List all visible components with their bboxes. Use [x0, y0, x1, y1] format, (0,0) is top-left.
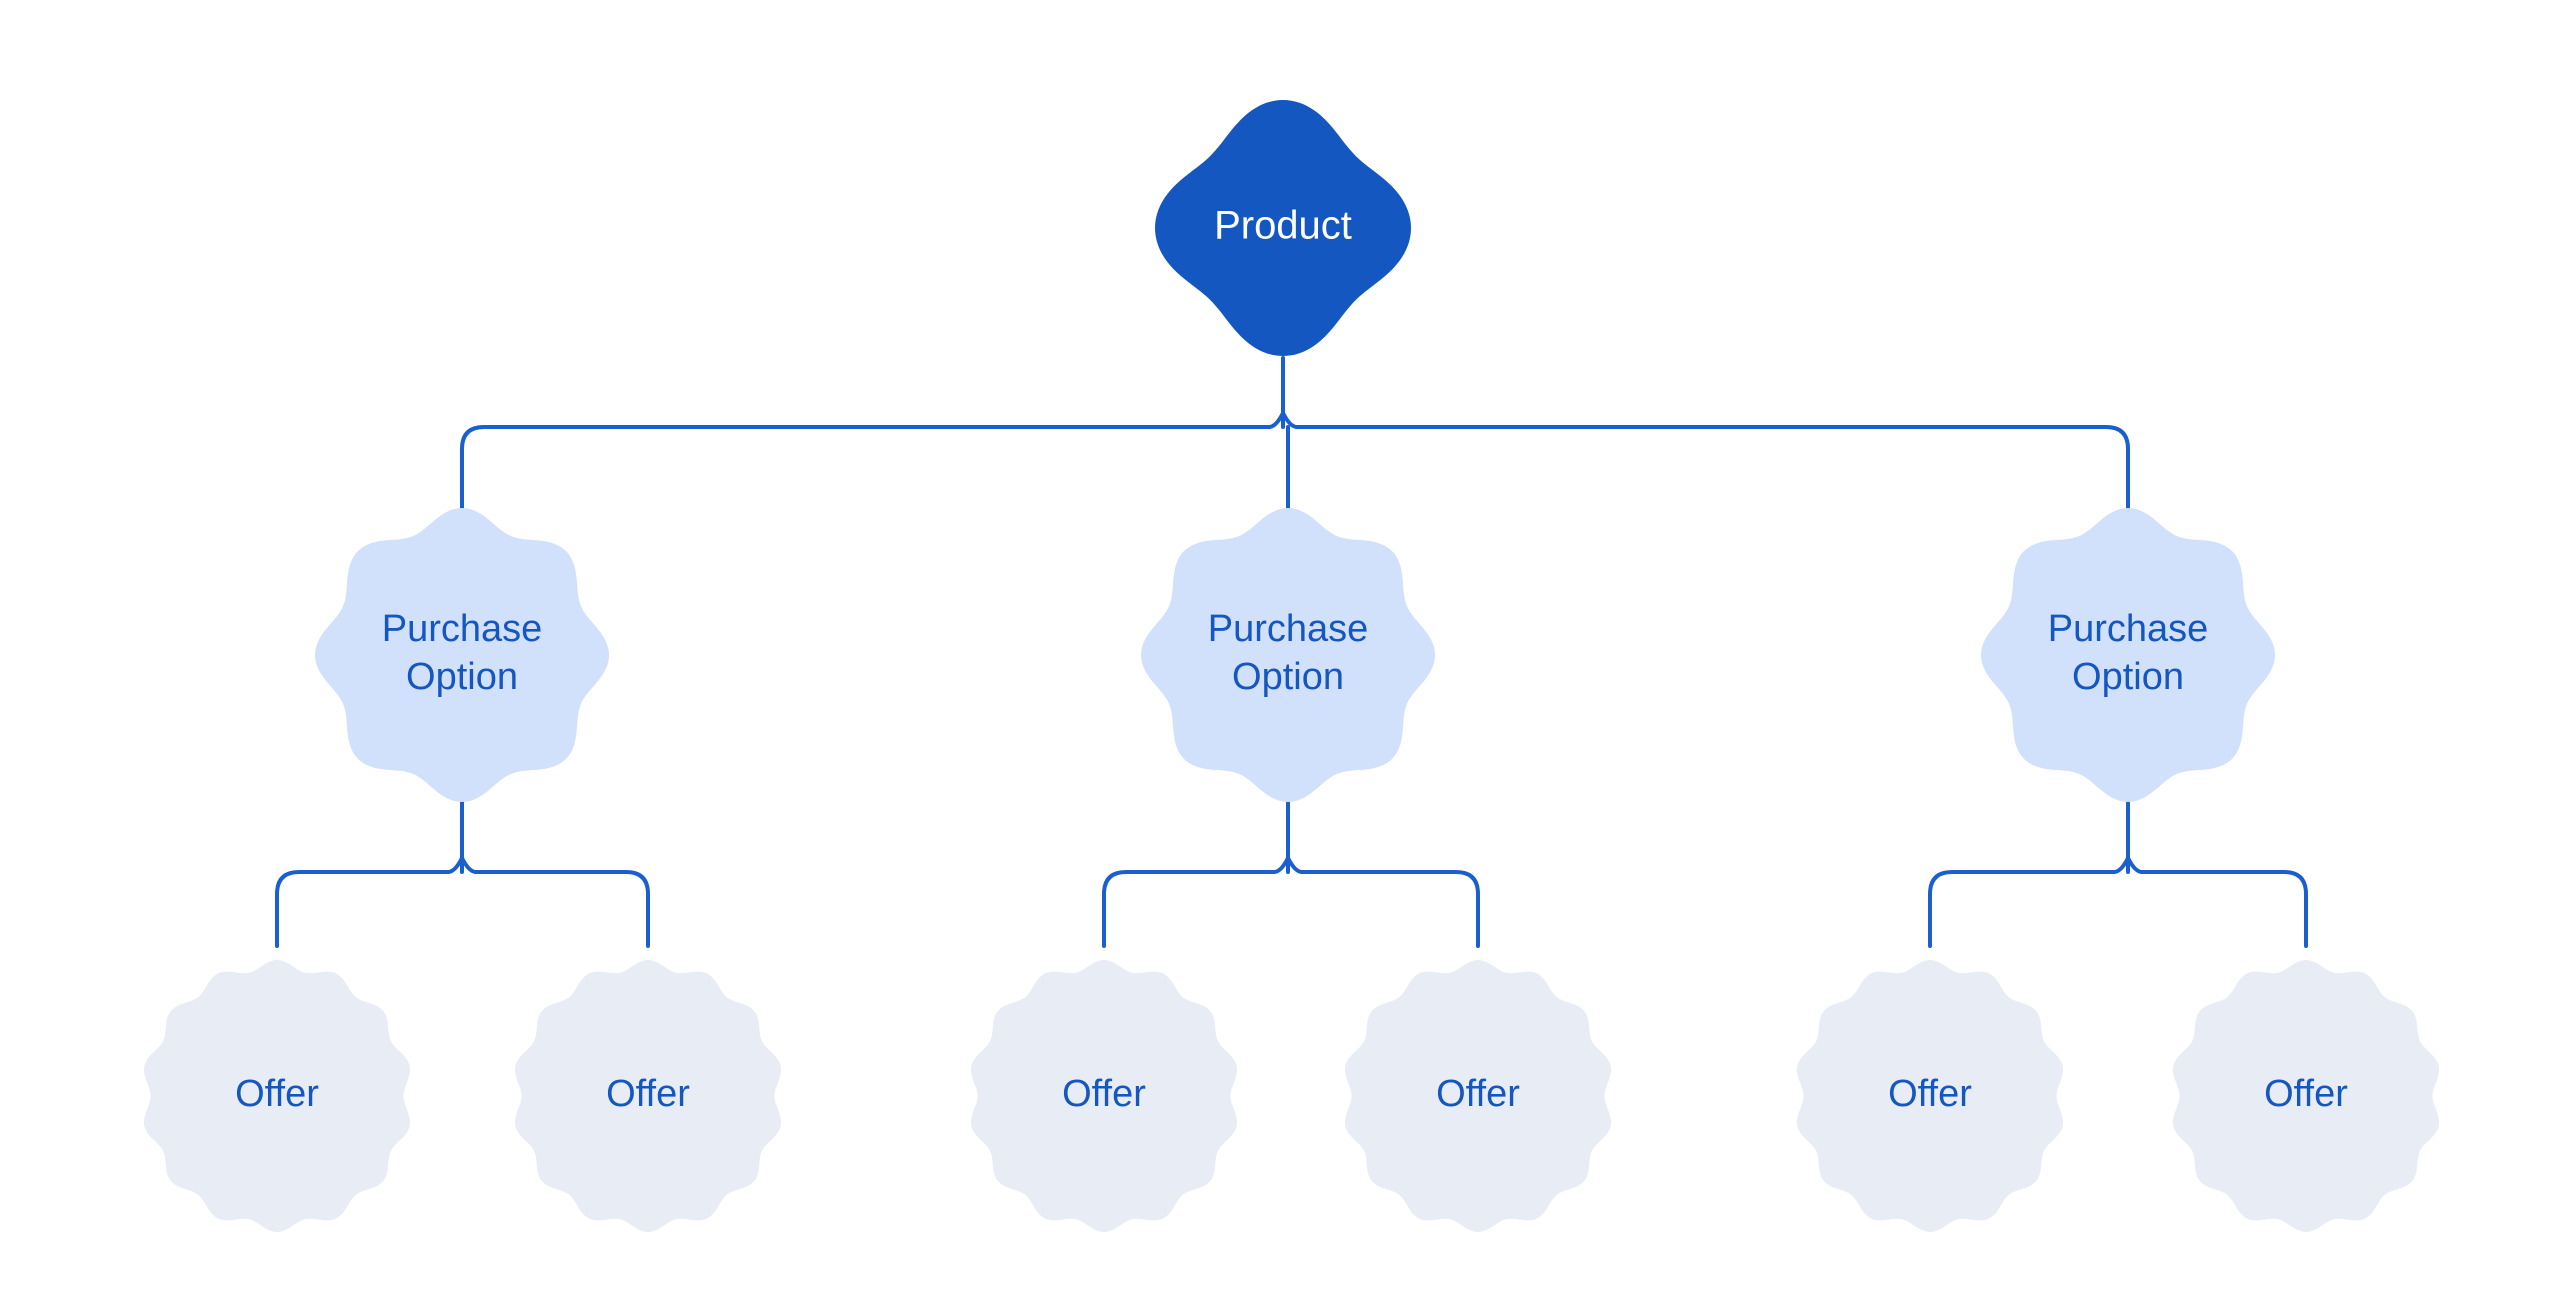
node-offer-6[interactable]: Offer [2172, 960, 2440, 1232]
node-offer-4-shape[interactable] [1344, 960, 1612, 1232]
connector-purchase-option-3-to-offers-fillet-left [2112, 856, 2130, 874]
node-offer-4[interactable]: Offer [1344, 960, 1612, 1232]
node-offer-1[interactable]: Offer [143, 960, 411, 1232]
connector-purchase-option-1-to-offers-fillet-left [446, 856, 464, 874]
node-purchase-option-2-shape[interactable] [1141, 508, 1435, 802]
node-offer-2[interactable]: Offer [514, 960, 782, 1232]
connector-purchase-option-1-to-offers-branch-left [275, 870, 450, 948]
connector-purchase-option-1-to-offers-branch-right [474, 870, 650, 948]
node-offer-3-shape[interactable] [970, 960, 1238, 1232]
node-offer-5[interactable]: Offer [1796, 960, 2064, 1232]
connector-product-to-options-fillet-left [1267, 411, 1285, 429]
connector-purchase-option-2-to-offers-branch-left [1102, 870, 1276, 948]
node-product-shape[interactable] [1155, 100, 1411, 356]
connector-purchase-option-2-to-offers-fillet-left [1272, 856, 1290, 874]
connector-purchase-option-3-to-offers-branch-left [1928, 870, 2116, 948]
connector-purchase-option-2-to-offers-branch-right [1300, 870, 1480, 948]
node-offer-5-shape[interactable] [1796, 960, 2064, 1232]
connector-purchase-option-2-to-offers-fillet-right [1286, 856, 1304, 874]
connector-purchase-option-1-to-offers-fillet-right [460, 856, 478, 874]
node-offer-1-shape[interactable] [143, 960, 411, 1232]
node-offer-2-shape[interactable] [514, 960, 782, 1232]
connector-purchase-option-3-to-offers-branch-right [2140, 870, 2308, 948]
node-offer-6-shape[interactable] [2172, 960, 2440, 1232]
connector-group [275, 356, 2308, 948]
node-offer-3[interactable]: Offer [970, 960, 1238, 1232]
connector-product-to-options-fillet-right [1281, 411, 1299, 429]
node-product[interactable]: Product [1155, 100, 1411, 356]
node-purchase-option-3-shape[interactable] [1981, 508, 2275, 802]
connector-purchase-option-3-to-offers-fillet-right [2126, 856, 2144, 874]
connector-product-to-options-branch-left [460, 425, 1271, 516]
connector-product-to-options-branch-right [1295, 425, 2130, 516]
node-purchase-option-1-shape[interactable] [315, 508, 609, 802]
